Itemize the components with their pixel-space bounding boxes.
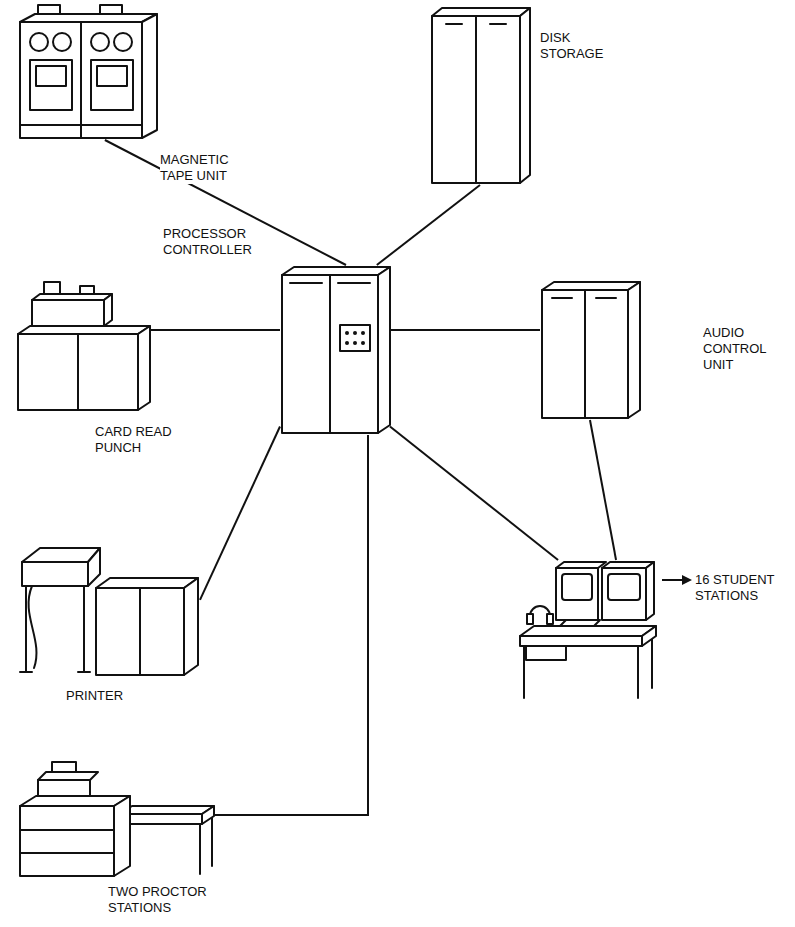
- device-label: MAGNETIC TAPE UNIT: [160, 152, 248, 184]
- processor-drawing: [282, 267, 390, 433]
- device-label: PRINTER: [66, 688, 146, 704]
- device-label: PROCESSOR CONTROLLER: [163, 226, 262, 258]
- device-node: MAGNETIC TAPE UNIT: [15, 4, 160, 140]
- device-label: DISK STORAGE: [540, 30, 620, 62]
- cable-connector: [590, 420, 616, 560]
- device-label: 16 STUDENT STATIONS: [695, 572, 787, 604]
- cable-connector: [215, 435, 368, 815]
- device-node: CARD READ PUNCH: [15, 280, 150, 410]
- cable-connector: [105, 140, 346, 265]
- device-node: DISK STORAGE: [430, 8, 530, 185]
- device-node: 16 STUDENT STATIONS: [515, 560, 660, 700]
- pointer-arrow: [662, 575, 692, 585]
- device-node: TWO PROCTOR STATIONS: [15, 760, 215, 878]
- cable-connector: [377, 185, 480, 265]
- device-label: TWO PROCTOR STATIONS: [108, 884, 222, 916]
- card-read-punch-drawing: [18, 282, 150, 410]
- proctor-station-drawing: [20, 762, 214, 876]
- device-node: AUDIO CONTROL UNIT: [540, 282, 640, 420]
- device-node: PROCESSOR CONTROLLER: [280, 265, 390, 435]
- tape-unit-drawing: [20, 5, 157, 138]
- disk-storage-drawing: [432, 8, 530, 183]
- device-node: PRINTER: [10, 545, 200, 680]
- device-label: CARD READ PUNCH: [95, 424, 187, 456]
- audio-control-drawing: [542, 282, 640, 418]
- student-station-drawing: [520, 562, 656, 698]
- printer-drawing: [20, 548, 198, 675]
- cable-connector: [390, 329, 540, 331]
- cable-connector: [200, 427, 280, 600]
- cable-connector: [390, 427, 558, 561]
- cable-connector: [150, 329, 280, 331]
- device-label: AUDIO CONTROL UNIT: [703, 325, 785, 373]
